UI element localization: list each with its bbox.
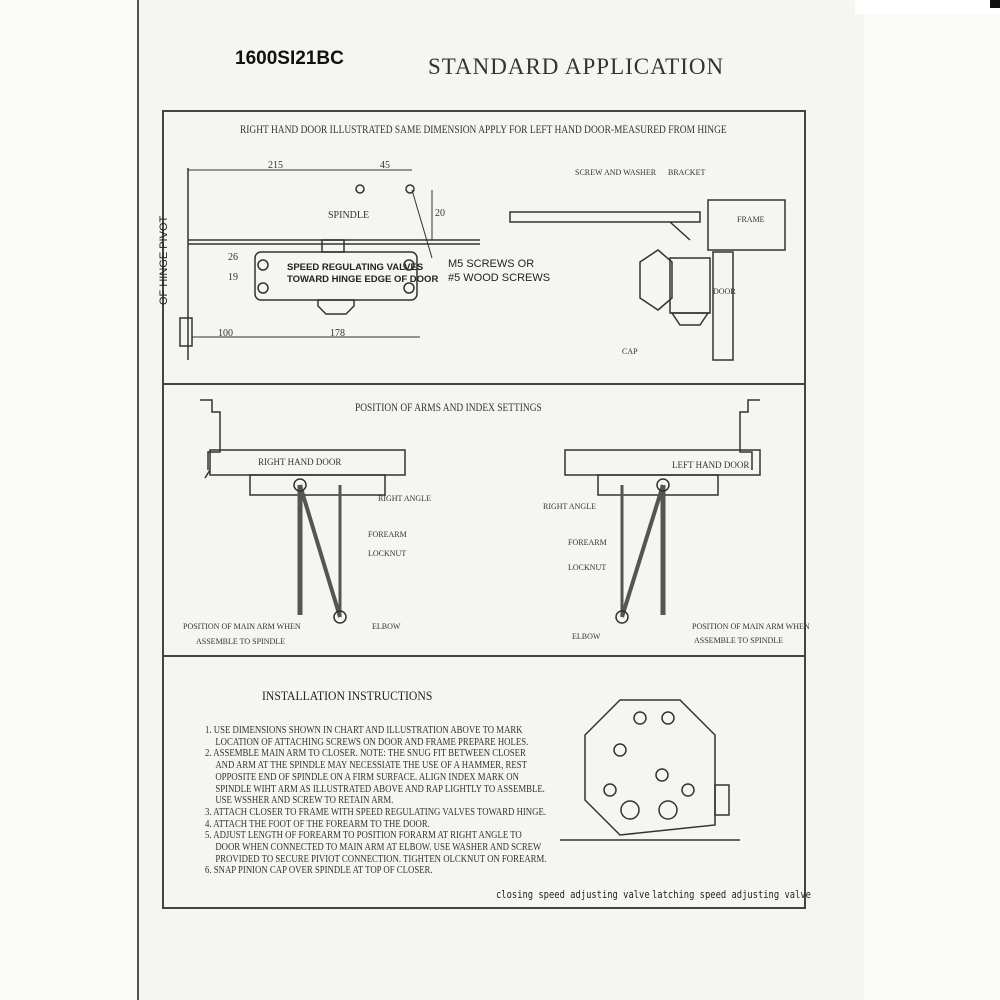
dim-45: 45 xyxy=(380,160,390,171)
instruction-line: SPINDLE WIHT ARM AS ILLUSTRATED ABOVE AN… xyxy=(215,783,545,795)
section3-caption: INSTALLATION INSTRUCTIONS xyxy=(262,688,433,703)
instruction-line: PROVIDED TO SECURE PIVIOT CONNECTION. TI… xyxy=(215,853,547,865)
left-elbow-label: ELBOW xyxy=(572,632,601,641)
instruction-line: 2. ASSEMBLE MAIN ARM TO CLOSER. NOTE: TH… xyxy=(205,748,526,760)
left-right-angle-label: RIGHT ANGLE xyxy=(543,502,596,511)
scan-margin xyxy=(855,0,1000,14)
hinge-pivot-label: OF HINGE PIVOT xyxy=(158,215,170,305)
diagram-frame xyxy=(162,110,806,909)
dim-178: 178 xyxy=(330,328,345,339)
dim-19: 19 xyxy=(228,272,238,283)
instruction-line: OPPOSITE END OF SPINDLE ON A FIRM SURFAC… xyxy=(215,771,519,783)
instruction-line: AND ARM AT THE SPINDLE MAY NECESSIATE TH… xyxy=(215,760,527,772)
paper-sheet xyxy=(137,0,864,1000)
valves-label-1: SPEED REGULATING VALVES xyxy=(287,262,424,273)
instruction-line: USE WSSHER AND SCREW TO RETAIN ARM. xyxy=(215,795,394,807)
valves-label-2: TOWARD HINGE EDGE OF DOOR xyxy=(287,274,439,285)
spindle-label: SPINDLE xyxy=(328,210,370,221)
instruction-line: DOOR WHEN CONNECTED TO MAIN ARM AT ELBOW… xyxy=(215,842,542,854)
section-divider xyxy=(162,655,804,657)
right-hand-door-label: RIGHT HAND DOOR xyxy=(258,457,342,467)
left-hand-door-arms xyxy=(204,449,761,624)
left-main-arm-label-2: ASSEMBLE TO SPINDLE xyxy=(694,636,784,645)
bracket-mount-drawing xyxy=(509,199,786,361)
left-forearm-label: FOREARM xyxy=(568,538,607,547)
section-divider xyxy=(162,383,804,385)
left-hand-door-label: LEFT HAND DOOR xyxy=(672,460,750,470)
left-locknut-label: LOCKNUT xyxy=(568,563,607,572)
bracket-label: BRACKET xyxy=(668,168,706,177)
instruction-line: LOCATION OF ATTACHING SCREWS ON DOOR AND… xyxy=(215,736,529,748)
main-arm-label-2: ASSEMBLE TO SPINDLE xyxy=(196,637,286,646)
closer-mounting-drawing xyxy=(179,168,480,360)
latching-valve-label: latching speed adjusting valve xyxy=(652,888,811,901)
forearm-label: FOREARM xyxy=(368,530,407,539)
locknut-label: LOCKNUT xyxy=(368,549,407,558)
valve-closeup-drawing xyxy=(560,699,740,841)
right-hand-door-arms xyxy=(200,399,760,624)
section2-caption: POSITION OF ARMS AND INDEX SETTINGS xyxy=(355,402,542,414)
dim-26: 26 xyxy=(228,252,238,263)
screws-label-1: M5 SCREWS OR xyxy=(448,258,535,270)
section1-caption: RIGHT HAND DOOR ILLUSTRATED SAME DIMENSI… xyxy=(240,124,727,136)
page-title: STANDARD APPLICATION xyxy=(428,54,725,79)
elbow-label: ELBOW xyxy=(372,622,401,631)
instruction-line: 3. ATTACH CLOSER TO FRAME WITH SPEED REG… xyxy=(205,806,547,818)
closing-valve-label: closing speed adjusting valve xyxy=(496,888,650,901)
left-main-arm-label-1: POSITION OF MAIN ARM WHEN xyxy=(692,622,810,631)
door-label: DOOR xyxy=(713,287,736,296)
model-number: 1600SI21BC xyxy=(235,48,344,69)
screws-label-2: #5 WOOD SCREWS xyxy=(448,272,551,284)
instruction-line: 1. USE DIMENSIONS SHOWN IN CHART AND ILL… xyxy=(205,725,523,736)
instruction-line: 5. ADJUST LENGTH OF FOREARM TO POSITION … xyxy=(205,830,522,842)
frame-label: FRAME xyxy=(737,215,765,224)
instruction-list: 1. USE DIMENSIONS SHOWN IN CHART AND ILL… xyxy=(205,725,546,877)
cap-label: CAP xyxy=(622,347,638,356)
dim-100: 100 xyxy=(218,328,233,339)
instruction-line: 4. ATTACH THE FOOT OF THE FOREARM TO THE… xyxy=(205,818,430,830)
right-angle-label: RIGHT ANGLE xyxy=(378,494,431,503)
main-arm-label-1: POSITION OF MAIN ARM WHEN xyxy=(183,622,301,631)
dim-215: 215 xyxy=(268,160,283,171)
scan-edge xyxy=(990,0,1000,8)
screw-washer-label: SCREW AND WASHER xyxy=(575,168,657,177)
instruction-line: 6. SNAP PINION CAP OVER SPINDLE AT TOP O… xyxy=(205,865,433,877)
dim-20: 20 xyxy=(435,208,445,219)
